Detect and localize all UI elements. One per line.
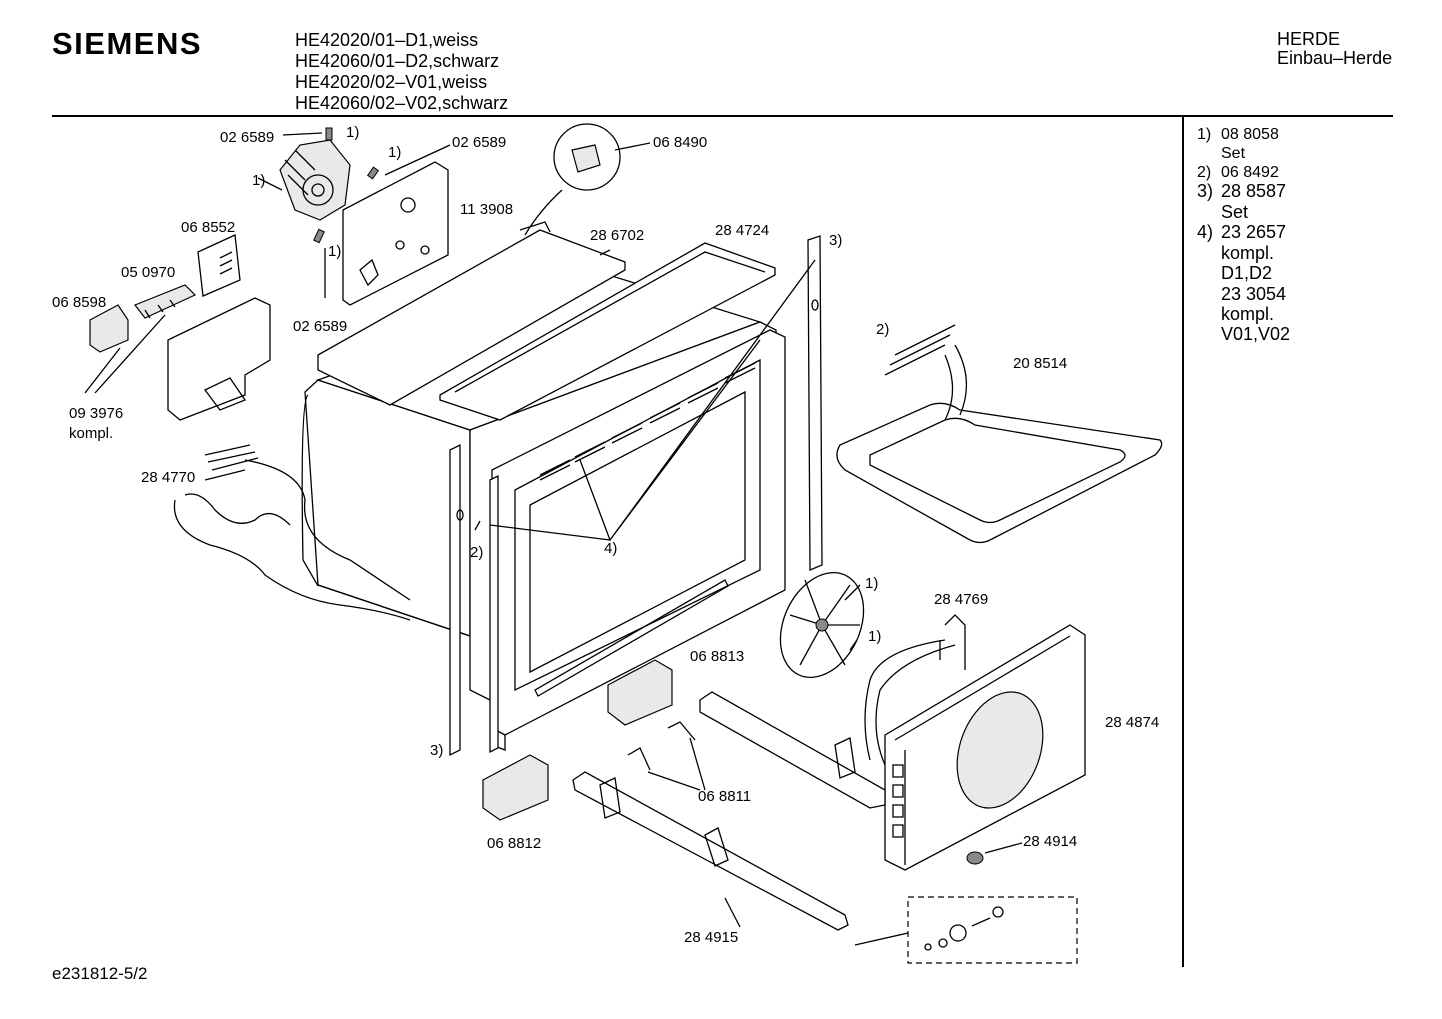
label-068598: 06 8598 [52, 294, 107, 311]
lamp-part [966, 851, 984, 865]
label-068813: 06 8813 [690, 648, 745, 665]
thermostat-part [524, 123, 621, 236]
header-divider [52, 115, 1393, 117]
label-note4: 4) [604, 540, 618, 557]
model-line-4: HE42060/02–V02,schwarz [295, 93, 509, 113]
right-side-rail [807, 235, 823, 571]
grill-element [836, 324, 1163, 544]
note-1-part: 08 8058 [1221, 126, 1279, 143]
label-026589-mid: 02 6589 [452, 134, 507, 151]
oven-front-frame [491, 329, 786, 751]
label-note1-d: 1) [328, 243, 342, 260]
note-3-key: 3) [1197, 181, 1214, 201]
back-panel [884, 624, 1086, 871]
label-284724: 28 4724 [715, 222, 770, 239]
label-note1-a: 1) [346, 124, 360, 141]
label-068490: 06 8490 [653, 134, 708, 151]
label-068811: 06 8811 [698, 788, 752, 805]
note-4-part2: 23 3054 [1221, 284, 1287, 304]
label-068552: 06 8552 [181, 219, 236, 236]
drawing-id: e231812-5/2 [52, 964, 148, 983]
left-side-rail [449, 443, 499, 757]
note-4-sub2: D1,D2 [1221, 263, 1273, 283]
switch-bracket [197, 234, 241, 297]
label-note2-b: 2) [470, 544, 484, 561]
cover-plate [439, 242, 776, 421]
label-note3-a: 3) [829, 232, 843, 249]
note-2-part: 06 8492 [1221, 164, 1279, 181]
label-note2-a: 2) [876, 321, 890, 338]
label-113908: 11 3908 [460, 201, 514, 218]
terminal-block [134, 284, 197, 319]
label-284770: 28 4770 [141, 469, 196, 486]
label-050970: 05 0970 [121, 264, 176, 281]
label-note3-b: 3) [430, 742, 444, 759]
note-4-sub1: kompl. [1221, 243, 1275, 263]
label-286702: 28 6702 [590, 227, 645, 244]
rear-mounting-plate [342, 161, 449, 306]
top-panel [317, 221, 626, 406]
label-093976-kompl: kompl. [69, 425, 114, 442]
model-line-3: HE42020/02–V01,weiss [295, 72, 488, 92]
clip-parts [313, 127, 380, 244]
note-4-key: 4) [1197, 222, 1214, 242]
category-title: HERDE [1277, 29, 1341, 49]
label-026589-bottom: 02 6589 [293, 318, 348, 335]
label-026589-top: 02 6589 [220, 129, 275, 146]
label-093976: 09 3976 [69, 405, 124, 422]
ring-heater [864, 614, 966, 766]
note-3-part: 28 8587 [1221, 181, 1287, 201]
notes-divider [1182, 117, 1184, 967]
guide-rails [572, 691, 886, 931]
fan-blade [779, 571, 865, 679]
label-284915: 28 4915 [684, 929, 739, 946]
lamp-brackets [482, 659, 696, 821]
label-284769: 28 4769 [934, 591, 989, 608]
small-parts-box [907, 896, 1078, 964]
label-note1-b: 1) [388, 144, 402, 161]
label-284914: 28 4914 [1023, 833, 1078, 850]
note-2-key: 2) [1197, 164, 1212, 181]
label-note1-c: 1) [252, 172, 266, 189]
label-note1-nut: 1) [868, 628, 882, 645]
category-subtitle: Einbau–Herde [1277, 48, 1393, 68]
door-switch [89, 304, 129, 353]
bottom-heater [173, 444, 411, 621]
note-3-sub: Set [1221, 202, 1249, 222]
note-4-sub4: V01,V02 [1221, 324, 1291, 344]
label-284874: 28 4874 [1105, 714, 1160, 731]
note-4-part: 23 2657 [1221, 222, 1287, 242]
note-1-sub: Set [1221, 145, 1246, 162]
note-4-sub3: kompl. [1221, 304, 1275, 324]
fan-motor [279, 139, 351, 221]
label-note1-fan: 1) [865, 575, 879, 592]
control-bracket [167, 297, 271, 421]
label-068812: 06 8812 [487, 835, 542, 852]
model-line-1: HE42020/01–D1,weiss [295, 30, 479, 50]
model-line-2: HE42060/01–D2,schwarz [295, 51, 500, 71]
leader-lines [84, 132, 1023, 946]
brand-logo: SIEMENS [52, 26, 203, 61]
label-208514: 20 8514 [1013, 355, 1068, 372]
note-1-key: 1) [1197, 126, 1212, 143]
